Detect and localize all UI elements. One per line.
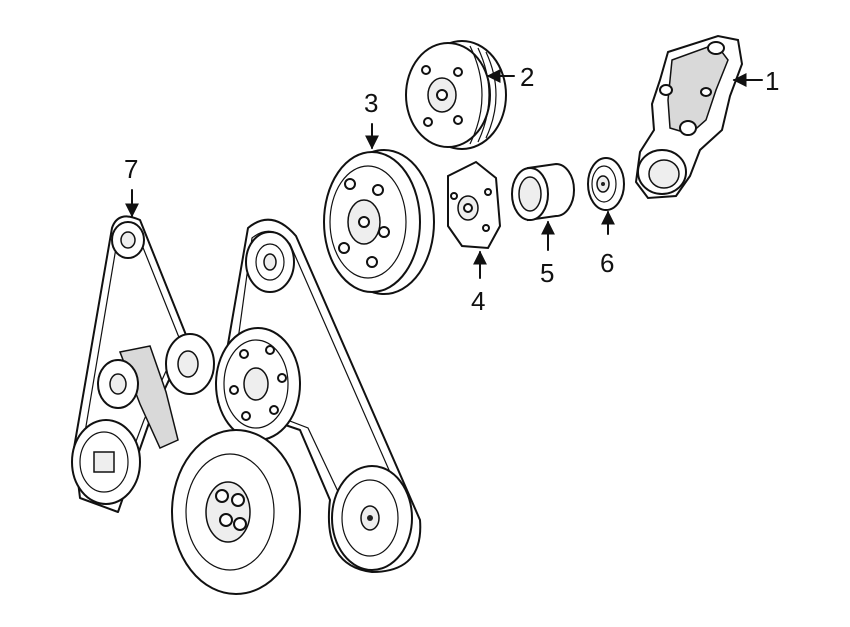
callout-labels: 1 2 3 4 5 6 7 (124, 62, 779, 316)
idler-spacer-bushing (511, 162, 575, 222)
serpentine-belt-assembly (71, 215, 422, 595)
tensioner-bracket (634, 34, 744, 200)
callout-arrows (125, 69, 763, 279)
callout-label-6: 6 (600, 248, 614, 278)
idler-pulley-small (587, 157, 625, 211)
callout-label-5: 5 (540, 258, 554, 288)
pulley-flange-plate (447, 160, 502, 250)
ac-compressor-pulley (405, 40, 507, 150)
callout-label-3: 3 (364, 88, 378, 118)
crankshaft-pulley (323, 149, 435, 295)
callout-label-2: 2 (520, 62, 534, 92)
callout-label-7: 7 (124, 154, 138, 184)
callout-label-1: 1 (765, 66, 779, 96)
callout-label-4: 4 (471, 286, 485, 316)
